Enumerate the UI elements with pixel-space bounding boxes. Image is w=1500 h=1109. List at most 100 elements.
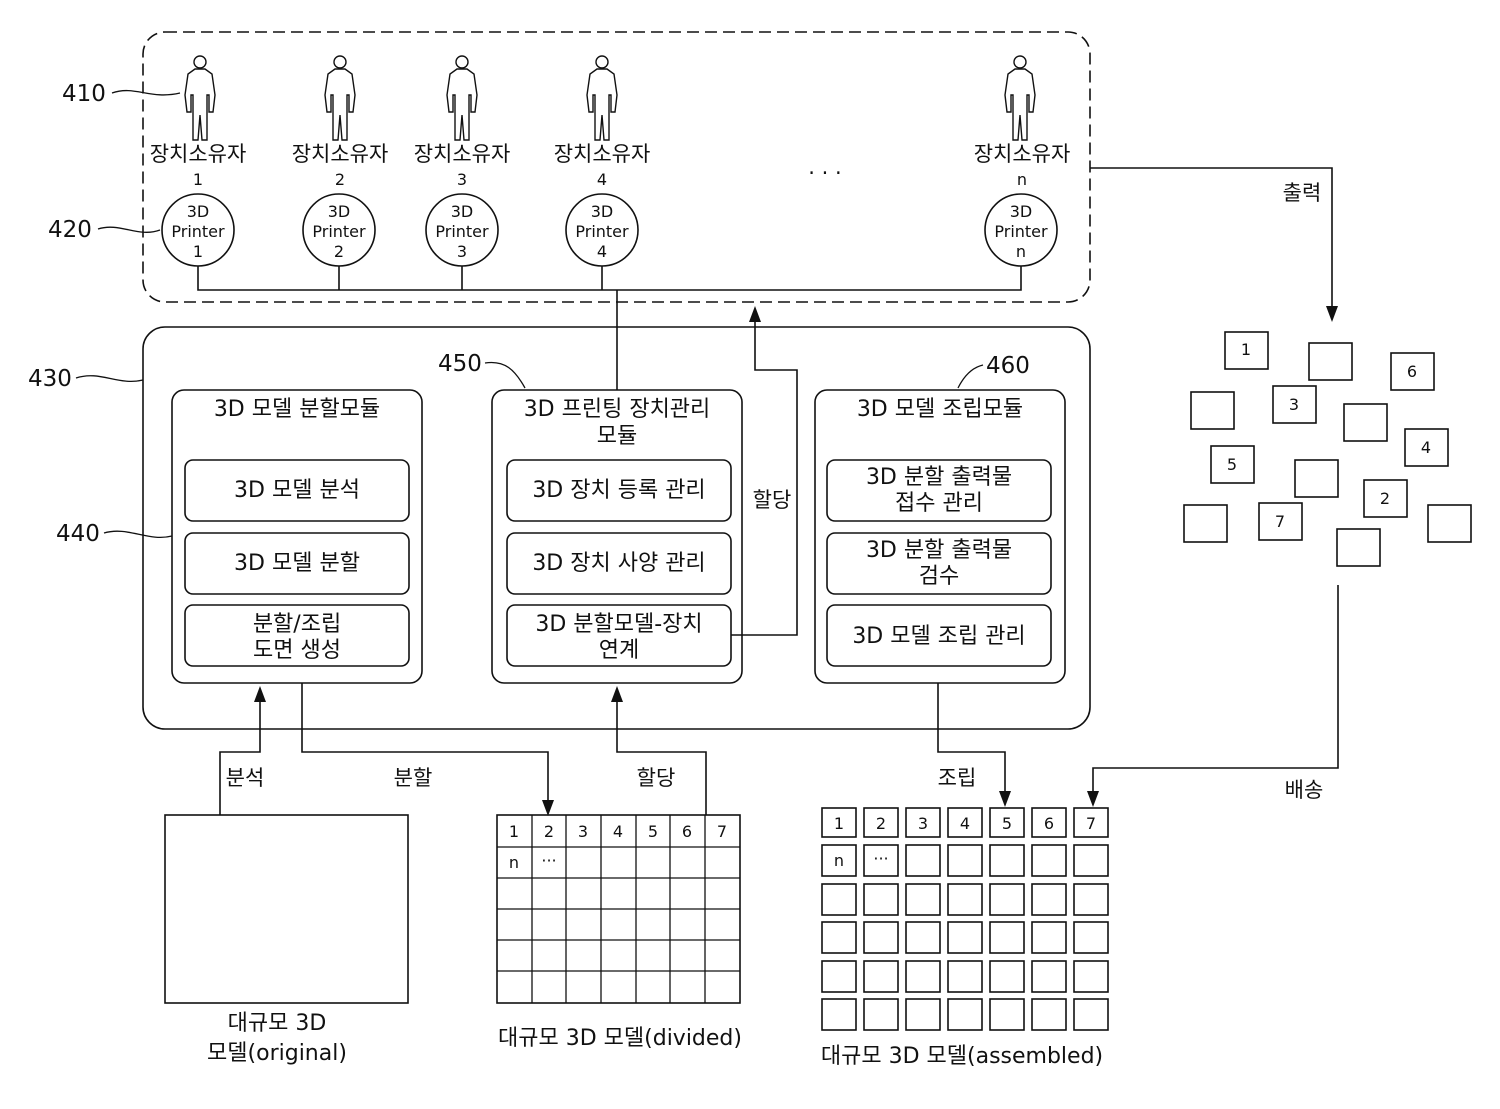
assembled-cell — [1073, 883, 1109, 916]
divided-grid-lines — [497, 815, 740, 1003]
assembled-cell — [863, 998, 899, 1031]
assemble-item-inspect — [826, 532, 1052, 595]
original-model-box — [164, 814, 409, 1004]
manage-module-title-line2: 모듈 — [597, 424, 637, 449]
piece-blank — [1190, 391, 1235, 430]
piece-3-label: 3 — [1289, 395, 1299, 414]
piece-6-label: 6 — [1407, 362, 1417, 381]
assembled-cell — [863, 807, 899, 838]
deliver-connector — [1092, 585, 1339, 795]
split-item-analyze — [184, 459, 410, 522]
ref-410-leader — [111, 89, 181, 96]
assembled-cell — [905, 921, 941, 954]
piece-7 — [1258, 502, 1303, 541]
assemble-label: 조립 — [938, 766, 977, 790]
deliver-label: 배송 — [1285, 778, 1324, 802]
manage-item-register-label: 3D 장치 등록 관리 — [532, 478, 705, 503]
analyze-arrowhead — [254, 686, 266, 702]
printer-line1: 3D — [1010, 202, 1033, 221]
assembled-cell — [947, 921, 983, 954]
manage-module-title-line1: 3D 프린팅 장치관리 — [524, 397, 711, 422]
assembled-cell — [1031, 807, 1067, 838]
assembled-cell-label: 2 — [876, 814, 886, 833]
divided-cell: 1 — [509, 822, 519, 841]
printed-pieces: 1 6 3 4 5 2 7 — [1183, 331, 1472, 567]
divided-cell: 3 — [578, 822, 588, 841]
manage-item-spec-label: 3D 장치 사양 관리 — [532, 551, 705, 576]
piece-4-label: 4 — [1421, 438, 1431, 457]
divided-cell: 4 — [613, 822, 623, 841]
deliver-arrowhead — [1087, 791, 1099, 807]
assembled-cell-label: 3 — [918, 814, 928, 833]
split-item-drawing-line1: 분할/조립 — [253, 612, 341, 637]
owner-number: 3 — [457, 170, 467, 189]
assembled-cell-label: 5 — [1002, 814, 1012, 833]
assembled-cell — [1073, 807, 1109, 838]
split-item-divide-label: 3D 모델 분할 — [234, 551, 360, 576]
assembled-cell — [863, 883, 899, 916]
owner-number: n — [1017, 170, 1027, 189]
person-icon — [1004, 55, 1036, 141]
piece-blank — [1183, 504, 1228, 543]
owner-label: 장치소유자 — [292, 142, 389, 166]
assembled-cell — [989, 960, 1025, 993]
allocate-right-label: 할당 — [753, 488, 792, 512]
divided-cell: 7 — [717, 822, 727, 841]
owner-label: 장치소유자 — [554, 142, 651, 166]
piece-3 — [1272, 385, 1317, 424]
assembled-cell — [947, 960, 983, 993]
divided-cell: 5 — [648, 822, 658, 841]
divided-cell: 2 — [544, 822, 554, 841]
split-item-drawing — [184, 604, 410, 667]
printer-line3: 1 — [193, 242, 203, 261]
assemble-module-title: 3D 모델 조립모듈 — [857, 397, 1023, 422]
assembled-model-grid: 1 2 3 4 5 6 7 n ··· — [821, 807, 1109, 1031]
analyze-label: 분석 — [226, 766, 265, 790]
printer-line2: Printer — [435, 222, 489, 241]
assembled-cell — [1073, 998, 1109, 1031]
owner-label: 장치소유자 — [414, 142, 511, 166]
person-icon — [184, 55, 216, 141]
assembled-cell — [905, 807, 941, 838]
person-icon — [586, 55, 618, 141]
assemble-item-manage — [826, 604, 1052, 667]
owner-number: 2 — [335, 170, 345, 189]
assemble-item-inspect-line1: 3D 분할 출력물 — [866, 538, 1012, 563]
assembled-cell — [863, 844, 899, 877]
piece-6 — [1390, 352, 1435, 391]
assembled-cell-label: ··· — [873, 849, 888, 868]
assembled-cell — [989, 883, 1025, 916]
assemble-module: 3D 모델 조립모듈 3D 분할 출력물 접수 관리 3D 분할 출력물 검수 … — [814, 389, 1066, 684]
owners-ellipsis: · · · — [808, 161, 841, 185]
ref-460: 460 — [986, 353, 1030, 379]
assembled-model-label: 대규모 3D 모델(assembled) — [821, 1044, 1103, 1069]
assembled-cell-label: 4 — [960, 814, 970, 833]
printer-line2: Printer — [994, 222, 1048, 241]
analyze-connector — [219, 692, 261, 815]
assemble-item-inspect-line2: 검수 — [919, 564, 959, 589]
piece-blank — [1294, 459, 1339, 498]
manage-item-spec — [506, 532, 732, 595]
assembled-cell — [863, 921, 899, 954]
divided-cell: n — [509, 853, 519, 872]
assemble-connector — [937, 683, 1006, 795]
piece-7-label: 7 — [1275, 512, 1285, 531]
assembled-cell — [821, 921, 857, 954]
assembled-cell — [989, 921, 1025, 954]
assemble-module-frame — [814, 389, 1066, 684]
piece-5 — [1210, 445, 1255, 484]
owner-1: 장치소유자 1 3D Printer 1 — [150, 55, 246, 267]
assembled-cell — [947, 807, 983, 838]
manage-item-register — [506, 459, 732, 522]
assembled-cell — [905, 844, 941, 877]
assembled-cell — [947, 998, 983, 1031]
person-icon — [324, 55, 356, 141]
output-connector — [1090, 167, 1333, 312]
ref-430-leader — [75, 375, 144, 382]
assembled-cell — [821, 998, 857, 1031]
owner-number: 4 — [597, 170, 607, 189]
divided-cell: 6 — [682, 822, 692, 841]
printer-line1: 3D — [187, 202, 210, 221]
owner-label: 장치소유자 — [974, 142, 1071, 166]
